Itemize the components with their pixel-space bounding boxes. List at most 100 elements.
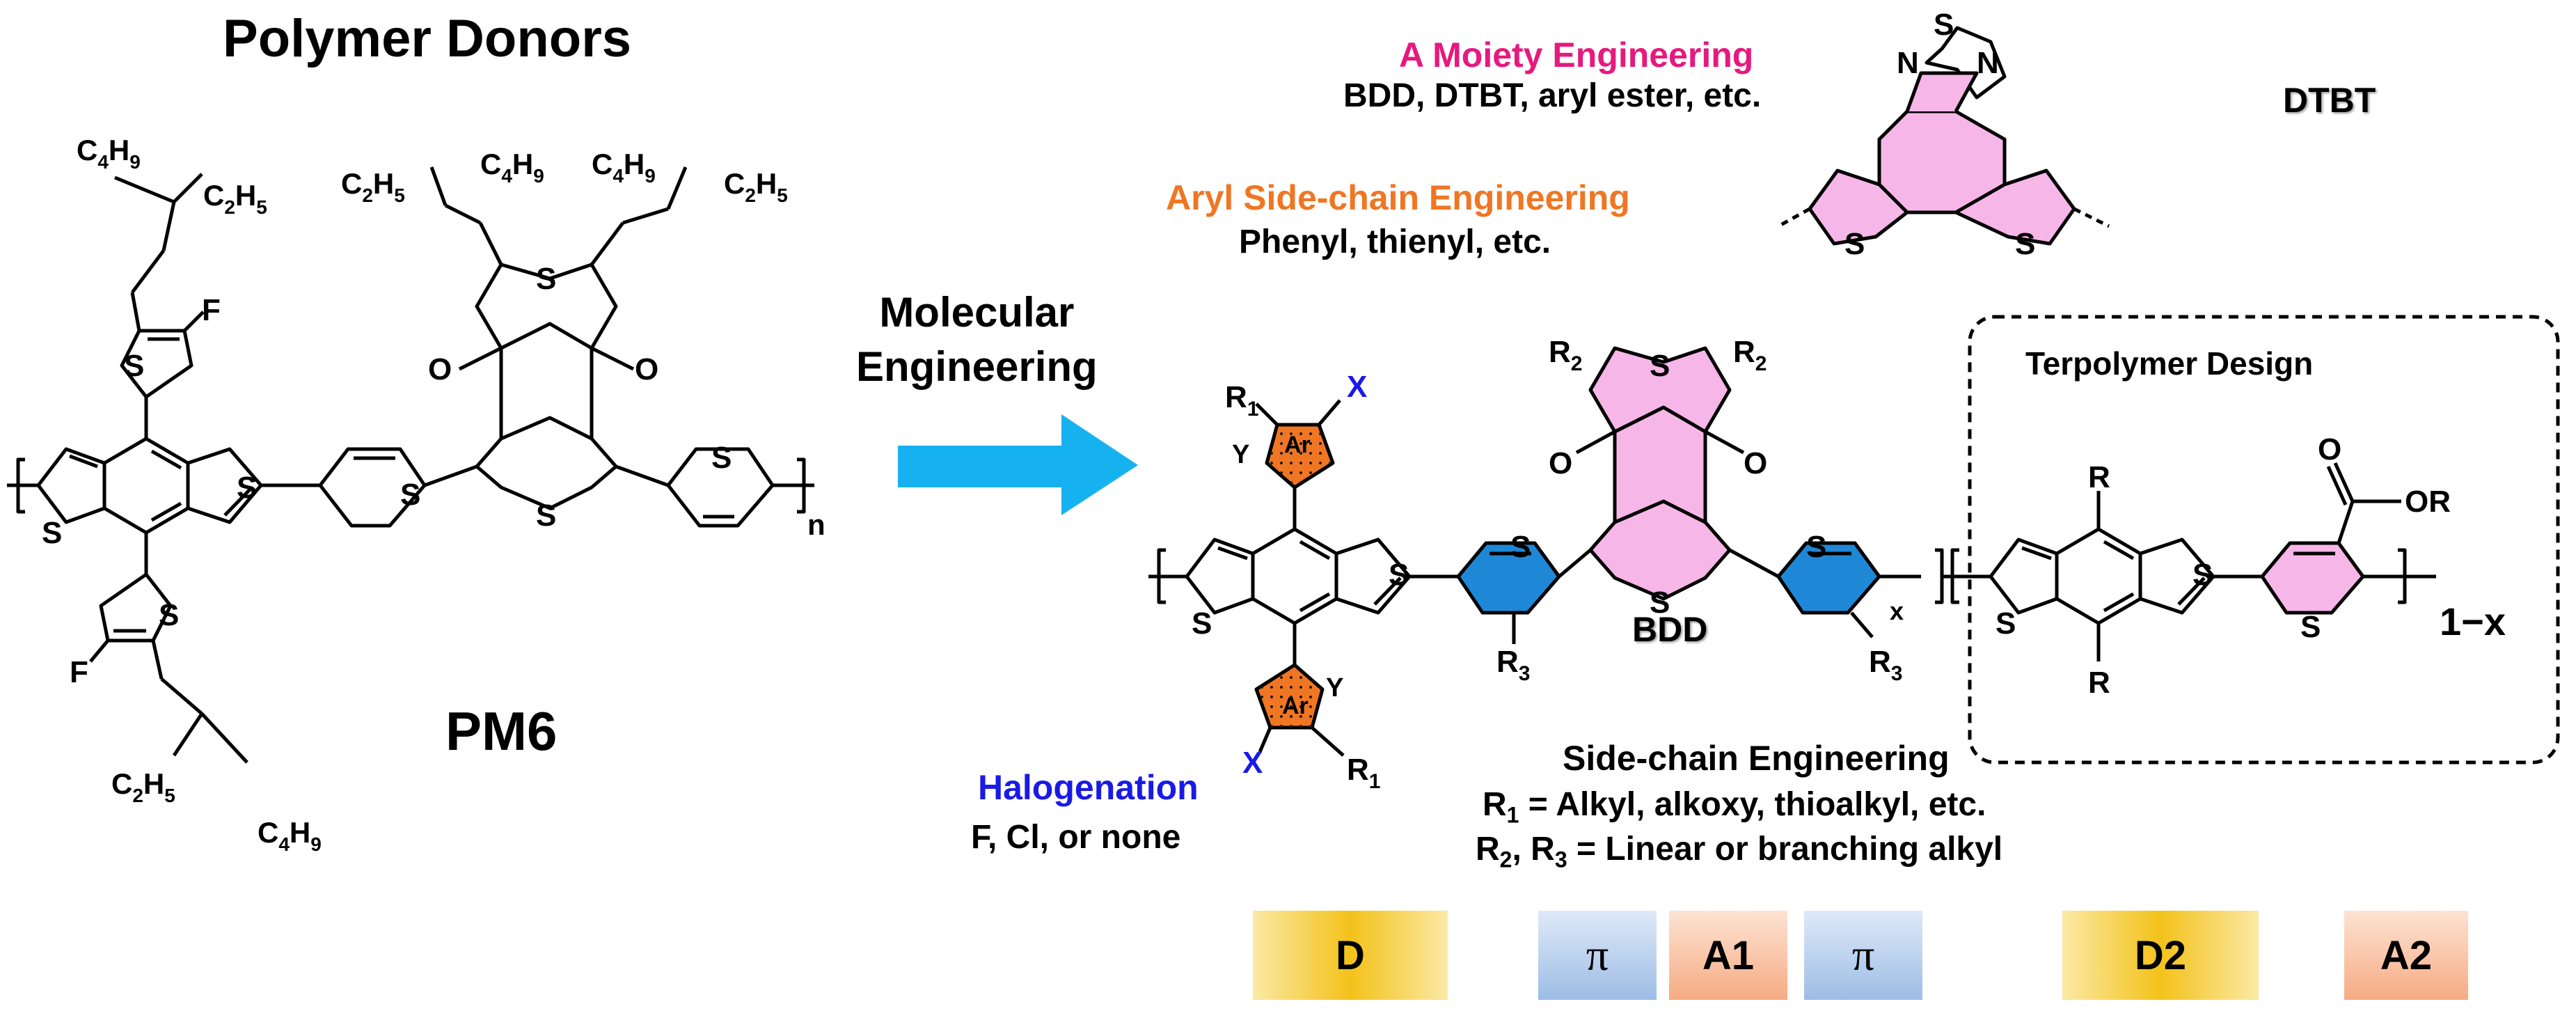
chain-c4h9: C4H9 <box>77 134 141 173</box>
x-subscript: x <box>1890 597 1904 625</box>
bdt-thiophene-left <box>36 447 106 524</box>
atom-n: N <box>1897 46 1919 80</box>
ar-label: Ar <box>1284 432 1311 458</box>
atom-s: S <box>1650 586 1670 620</box>
atom-o: O <box>1549 446 1572 480</box>
bdt-benzene <box>103 437 190 535</box>
arrow-label: Molecular Engineering <box>856 285 1098 394</box>
atom-s: S <box>536 499 556 533</box>
atom-o: O <box>635 352 658 386</box>
pm6-structure <box>7 166 814 764</box>
atom-s: S <box>2300 610 2321 644</box>
bdd-label: BDD <box>1632 610 1708 649</box>
atom-s: S <box>1192 606 1212 641</box>
arrow-label-line1: Molecular <box>879 289 1075 336</box>
atom-s: S <box>124 349 144 383</box>
bdd-quinone <box>499 322 594 439</box>
repeat-bracket-right <box>797 457 806 514</box>
chain-c4h9: C4H9 <box>480 148 544 187</box>
atom-o: O <box>428 352 452 386</box>
bdd-upper-thiophene <box>475 262 618 350</box>
atom-s: S <box>1510 530 1531 564</box>
atom-s: S <box>159 598 179 632</box>
side-chain-line1: R1 = Alkyl, alkoxy, thioalkyl, etc. <box>1483 786 1986 828</box>
pm6-label: PM6 <box>445 700 558 762</box>
atom-o: O <box>1744 446 1767 480</box>
a-moiety-desc: BDD, DTBT, aryl ester, etc. <box>1343 77 1762 114</box>
atom-s: S <box>1934 8 1954 42</box>
r1-lower: R1 <box>1347 753 1380 793</box>
dtbt-thiophene-right <box>1954 168 2076 246</box>
ar-label: Ar <box>1282 693 1309 719</box>
or-label: OR <box>2405 485 2451 519</box>
atom-s: S <box>711 441 732 475</box>
atom-s: S <box>1650 349 1670 383</box>
atom-s: S <box>2192 558 2213 592</box>
halogenation-title: Halogenation <box>978 768 1199 807</box>
bdd-lower-thiophene <box>475 416 618 510</box>
side-chain-title: Side-chain Engineering <box>1563 739 1950 778</box>
r3-right: R3 <box>1869 645 1902 685</box>
atom-s: S <box>2015 227 2035 261</box>
atom-o: O <box>2318 432 2341 467</box>
chain-c2h5: C2H5 <box>341 167 405 206</box>
block-pi-2: π <box>1804 911 1922 1000</box>
chain-c4h9: C4H9 <box>592 148 656 187</box>
side-chain-line2: R2, R3 = Linear or branching alkyl <box>1476 831 2003 872</box>
atom-s: S <box>1844 227 1865 261</box>
atom-s: S <box>400 478 420 512</box>
r3-left: R3 <box>1496 645 1530 685</box>
halogenation-desc: F, Cl, or none <box>971 819 1181 856</box>
bdd-upper-thiophene <box>1588 346 1732 434</box>
main-polymer-labels: S S Ar Ar Y Y R1 X X R1 S R3 S S R2 R2 O… <box>1192 335 2451 793</box>
figure-title: Polymer Donors <box>223 9 632 68</box>
a-moiety-title: A Moiety Engineering <box>1399 36 1754 75</box>
block-pi-1: π <box>1538 911 1657 1000</box>
atom-s: S <box>1389 558 1409 592</box>
atom-s: S <box>42 516 62 550</box>
y-label: Y <box>1326 673 1343 703</box>
chain-c4h9: C4H9 <box>258 816 322 855</box>
y-label: Y <box>1232 440 1249 469</box>
pm6-labels: S S S F S F S S S O O S n <box>42 262 825 689</box>
block-acceptor-2: A2 <box>2344 911 2468 1000</box>
main-polymer <box>1148 315 2560 765</box>
arrow-label-line2: Engineering <box>856 343 1098 390</box>
terpolymer-repeat: 1−x <box>2440 599 2506 643</box>
x-lower: X <box>1242 746 1263 780</box>
chain-c2h5: C2H5 <box>203 179 267 218</box>
terpolymer-title: Terpolymer Design <box>2025 345 2314 382</box>
r2-left: R2 <box>1549 335 1582 375</box>
r1-upper: R1 <box>1225 380 1258 421</box>
terpolymer-box <box>1968 315 2560 765</box>
block-acceptor-1: A1 <box>1669 911 1787 1000</box>
atom-s: S <box>237 471 257 505</box>
block-donor-2: D2 <box>2062 911 2259 1000</box>
chain-c2h5: C2H5 <box>724 167 788 206</box>
atom-s: S <box>1996 606 2016 641</box>
atom-f: F <box>202 293 221 327</box>
chain-c2h5: C2H5 <box>111 767 175 806</box>
lower-thienyl <box>99 572 173 643</box>
r-lower: R <box>2088 666 2110 700</box>
aryl-desc: Phenyl, thienyl, etc. <box>1239 224 1551 260</box>
dtbt-structure <box>1777 26 2110 246</box>
r-upper: R <box>2088 460 2110 494</box>
dtbt-thiophene-left <box>1808 168 1909 246</box>
dtbt-label: DTBT <box>2283 81 2376 120</box>
repeat-n: n <box>807 508 825 541</box>
x-upper: X <box>1347 370 1367 404</box>
atom-s: S <box>1806 530 1826 564</box>
atom-n: N <box>1977 46 1999 80</box>
upper-thienyl <box>120 329 193 399</box>
engineering-arrow <box>898 414 1138 515</box>
aryl-title: Aryl Side-chain Engineering <box>1166 178 1630 217</box>
pm6-chain-labels: C4H9 C2H5 C2H5 C4H9 C2H5 C4H9 C4H9 C2H5 <box>77 134 788 855</box>
dtbt-labels: S N N S S <box>1844 8 2035 261</box>
atom-f: F <box>70 655 88 689</box>
block-donor: D <box>1253 911 1448 1000</box>
bdd-lower-thiophene <box>1588 499 1732 601</box>
atom-s: S <box>536 262 556 296</box>
